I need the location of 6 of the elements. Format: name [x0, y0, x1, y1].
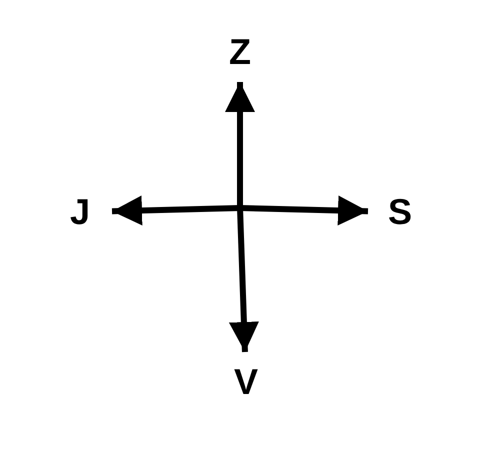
direction-letter: J	[62, 190, 98, 234]
direction-letter: S	[382, 190, 418, 234]
arrow	[225, 82, 255, 208]
arrow	[112, 195, 240, 226]
direction-letter: Z	[222, 30, 258, 74]
direction-letter: V	[228, 360, 264, 404]
